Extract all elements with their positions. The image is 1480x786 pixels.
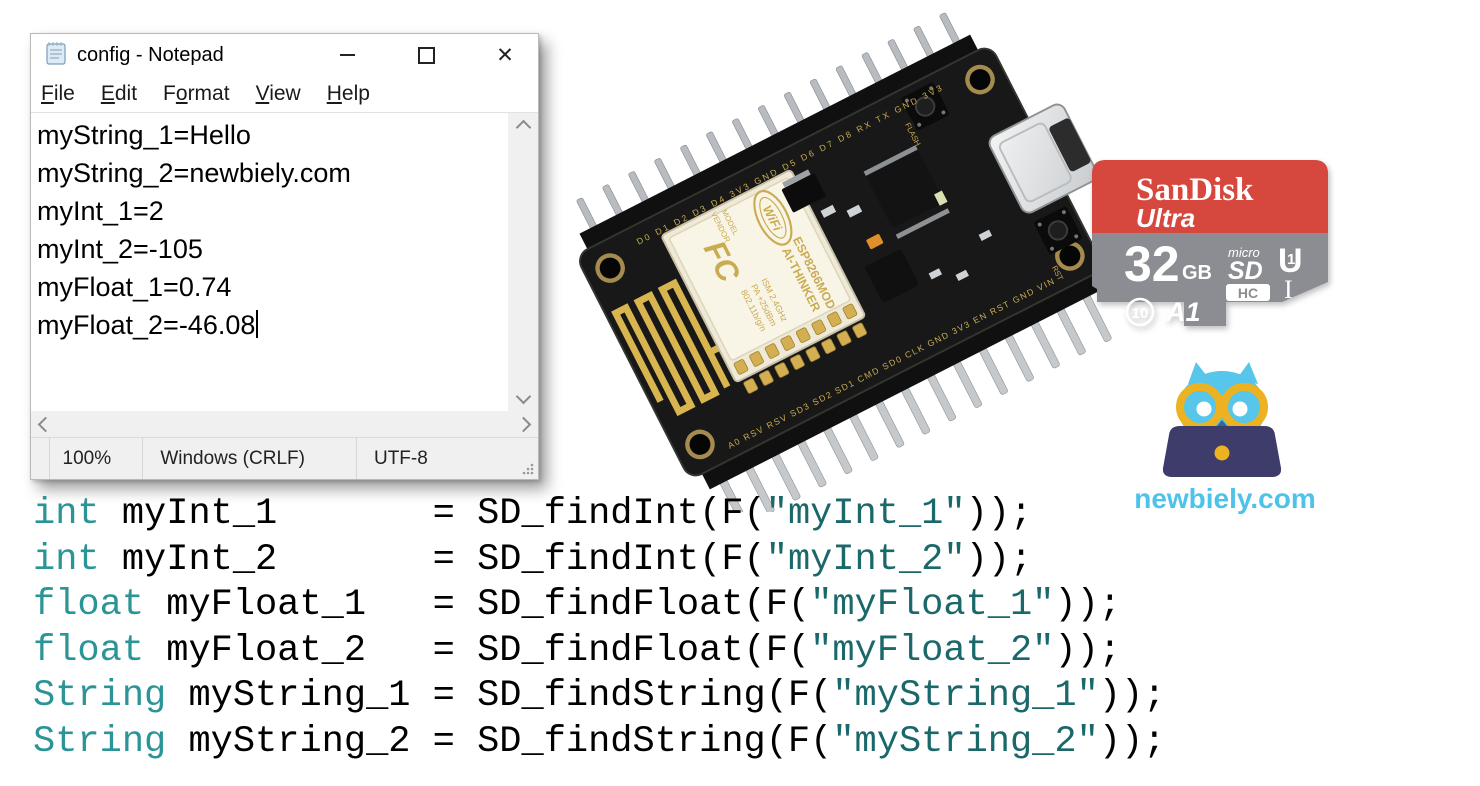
scroll-up-icon[interactable] <box>515 119 531 136</box>
config-line: myString_1=Hello <box>37 120 251 150</box>
menu-file[interactable]: File <box>41 82 75 105</box>
micro-usb-connector <box>988 103 1098 214</box>
sd-speed-class: 10 <box>1132 305 1149 322</box>
sd-uhs-u: U <box>1278 242 1303 280</box>
menu-edit[interactable]: Edit <box>100 82 138 105</box>
code-line: int myInt_2 = SD_findInt(F("myInt_2")); <box>33 538 1033 581</box>
esp8266-board-image: WiFi ESP8266MOD AI-THINKER MODEL VENDOR … <box>540 12 1160 528</box>
config-line: myFloat_2=-46.08 <box>37 306 508 344</box>
config-line: myInt_1=2 <box>37 196 164 226</box>
smd-components <box>781 115 993 303</box>
wifi-module: WiFi ESP8266MOD AI-THINKER MODEL VENDOR … <box>661 169 868 395</box>
sd-format-hc: HC <box>1238 285 1258 301</box>
resize-grip-icon[interactable] <box>520 461 535 476</box>
sd-capacity-unit: GB <box>1182 262 1212 284</box>
laptop <box>1162 426 1282 477</box>
notepad-statusbar: 100% Windows (CRLF) UTF-8 <box>31 437 538 479</box>
scroll-left-icon[interactable] <box>37 416 54 432</box>
sd-uhs-1: 1 <box>1287 251 1295 268</box>
vertical-scrollbar[interactable] <box>508 113 538 411</box>
close-button[interactable]: ✕ <box>482 36 528 74</box>
code-line: String myString_1 = SD_findString(F("myS… <box>33 675 1166 717</box>
status-encoding: UTF-8 <box>373 447 428 469</box>
code-line: int myInt_1 = SD_findInt(F("myInt_1")); <box>33 493 1033 535</box>
sd-format-micro: micro <box>1228 245 1260 260</box>
sd-card-red-band <box>1092 160 1328 233</box>
code-line: float myFloat_1 = SD_findFloat(F("myFloa… <box>33 584 1122 626</box>
sd-capacity: 32 <box>1124 236 1180 292</box>
notepad-text-area[interactable]: myString_1=Hello myString_2=newbiely.com… <box>31 113 508 411</box>
sd-brand: SanDisk <box>1136 172 1254 208</box>
pin-header-top <box>575 12 980 252</box>
maximize-icon <box>417 46 435 64</box>
close-icon: ✕ <box>496 43 514 67</box>
config-line: myString_2=newbiely.com <box>37 158 351 188</box>
maximize-button[interactable] <box>403 36 449 74</box>
scroll-down-icon[interactable] <box>515 388 531 405</box>
notepad-menubar: File Edit Format View Help <box>31 76 538 112</box>
window-title: config - Notepad <box>77 43 224 66</box>
scroll-right-icon[interactable] <box>515 416 532 432</box>
status-line-ending: Windows (CRLF) <box>143 438 357 479</box>
sd-uhs-roman: I <box>1284 275 1293 304</box>
config-line: myFloat_1=0.74 <box>37 272 232 302</box>
site-name: newbiely.com <box>1134 483 1316 514</box>
sd-card-image: SanDisk Ultra 32 GB micro SD HC U 1 I 10… <box>1092 160 1328 345</box>
config-line: myInt_2=-105 <box>37 234 203 264</box>
code-line: String myString_2 = SD_findString(F("myS… <box>33 720 1166 763</box>
notepad-titlebar[interactable]: config - Notepad ✕ <box>31 34 538 76</box>
minimize-icon <box>339 54 355 56</box>
horizontal-scrollbar[interactable] <box>31 411 538 437</box>
code-snippet: int myInt_1 = SD_findInt(F("myInt_1")); … <box>33 492 1165 765</box>
status-zoom: 100% <box>50 438 144 479</box>
menu-view[interactable]: View <box>255 82 301 105</box>
sd-app-class: A1 <box>1165 297 1201 327</box>
menu-help[interactable]: Help <box>326 82 370 105</box>
sd-series: Ultra <box>1136 203 1195 233</box>
newbiely-logo: newbiely.com <box>1130 358 1350 533</box>
flash-button: FLASH <box>901 82 949 148</box>
menu-format[interactable]: Format <box>163 82 230 105</box>
status-spacer <box>31 438 50 479</box>
notepad-icon <box>44 40 68 71</box>
notepad-window: config - Notepad ✕ File Edit Format View… <box>30 33 539 480</box>
code-line: float myFloat_2 = SD_findFloat(F("myFloa… <box>33 629 1122 672</box>
pin-header-bottom <box>700 272 1113 528</box>
sd-format-sd: SD <box>1228 257 1263 285</box>
minimize-button[interactable] <box>324 36 370 74</box>
text-caret <box>256 310 259 338</box>
